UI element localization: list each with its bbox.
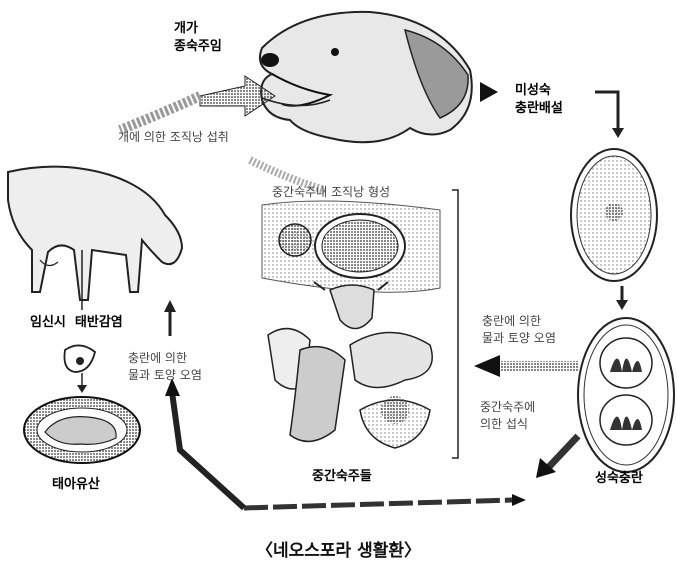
intermediate-ingestion-line2: 의한 섭식 [480,415,528,433]
egg-contamination-right-line2: 물과 토양 오염 [482,329,556,347]
intermediate-ingestion-line1: 중간숙주에 [480,398,535,416]
dog-host-line2: 종숙주임 [174,38,222,56]
tissue-cyst-label: 중간숙주내 조직낭 형성 [272,183,390,201]
hosts-bracket [452,190,458,458]
egg-contamination-right-line1: 충란에 의한 [482,312,541,330]
unsporulated-line1: 미성숙 [515,82,551,100]
oocyst-icon [571,149,657,281]
oocyst-down-arrow [616,286,628,310]
egg-contamination-left-line1: 충란에 의한 [128,349,187,367]
egg-contamination-left-line2: 물과 토양 오염 [128,366,202,384]
cow-icon [8,167,182,300]
oocyst-down-left-arrow [536,436,578,478]
abortion-label: 태아유산 [52,476,100,494]
sporulated-label: 성숙충란 [595,470,643,488]
dog-to-oocyst-arrow [480,82,498,102]
tissue-cyst-icon [262,201,440,292]
bottom-return-arrows [165,378,526,508]
fetus-icon [24,397,140,463]
dog-host-line1: 개가 [174,20,198,38]
intermediate-hosts-icon [268,282,432,448]
diagram-title: 〈네오스포라 생활환〉 [0,536,677,561]
contamination-arrow [474,355,578,377]
placenta-icon [64,345,95,393]
transplacental-label: 임신시 태반감염 [30,314,123,332]
dog-head-icon [260,12,472,142]
elbow-arrow [595,92,624,138]
unsporulated-line2: 충란배설 [515,100,563,118]
intermediate-hosts-label: 중간숙주들 [312,468,372,486]
dog-ingestion-label: 개에 의한 조직낭 섭취 [118,128,229,146]
sporulated-oocyst-icon [578,318,674,472]
left-up-arrow [164,300,176,336]
